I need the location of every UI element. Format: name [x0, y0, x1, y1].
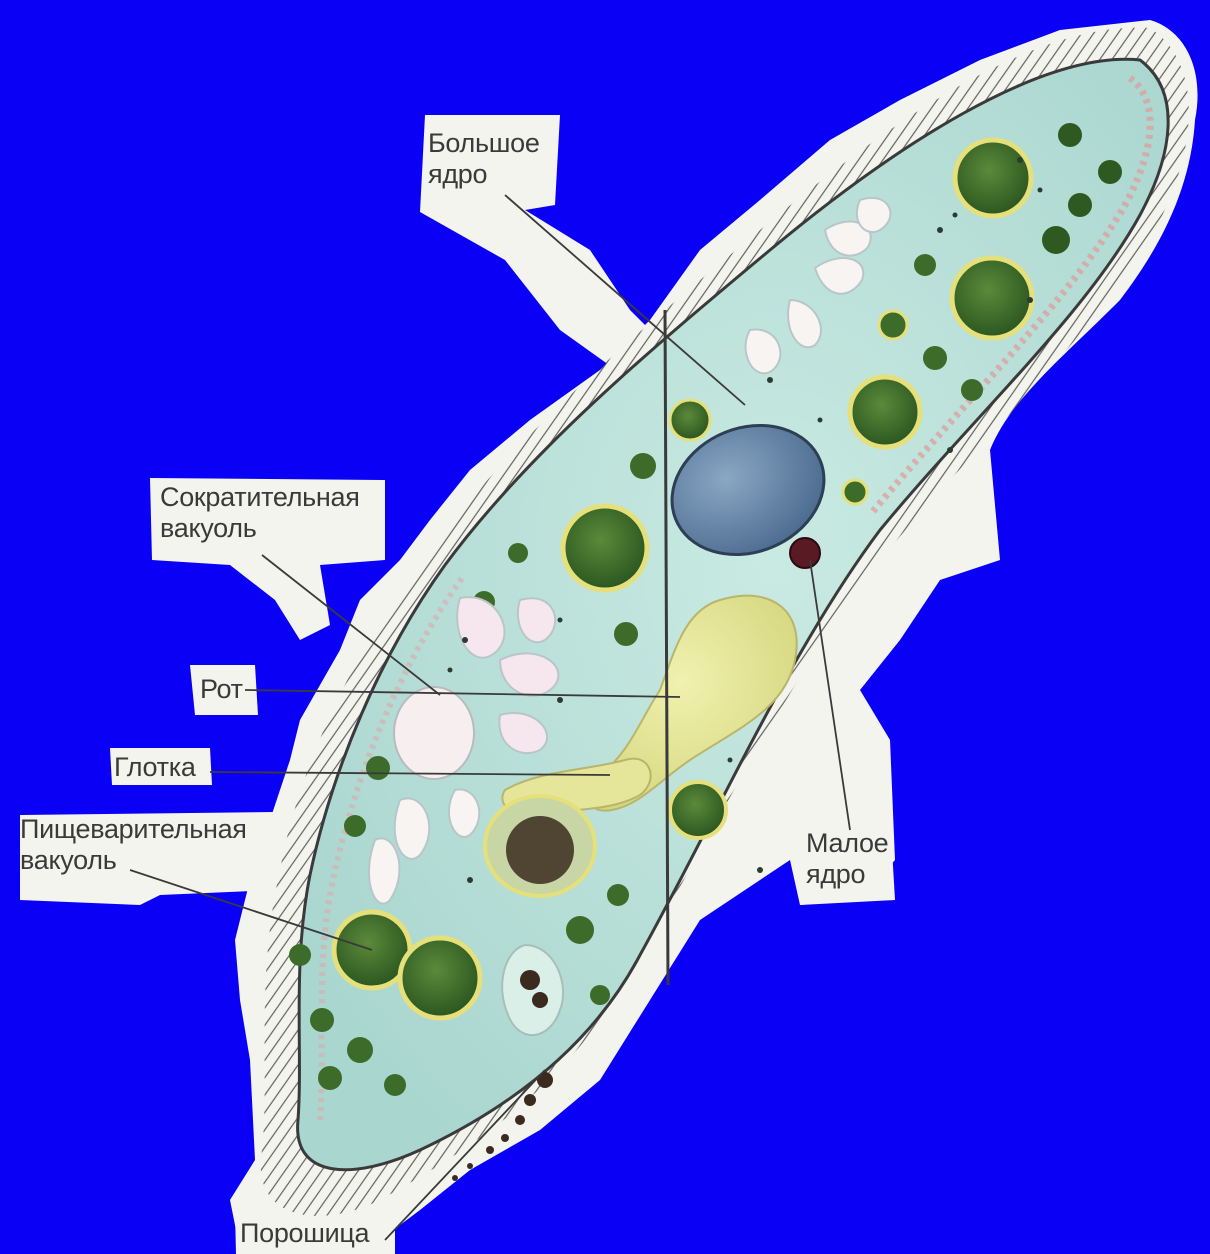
- food-vacuole: [614, 622, 638, 646]
- label-anal-pore: Порошица: [240, 1218, 369, 1249]
- food-vacuole: [366, 756, 390, 780]
- label-macronucleus: Большое ядро: [428, 128, 540, 190]
- food-vacuole: [1098, 160, 1122, 184]
- food-vacuole: [1042, 226, 1070, 254]
- label-digestive-vacuole: Пищеварительная вакуоль: [20, 814, 247, 876]
- food-vacuole: [607, 884, 629, 906]
- contractile-vacuole: [394, 687, 474, 779]
- food-vacuole: [344, 815, 366, 837]
- food-vacuole: [590, 985, 610, 1005]
- food-vacuole: [347, 1037, 373, 1063]
- food-vacuole: [670, 782, 726, 838]
- food-vacuole: [318, 1066, 342, 1090]
- food-vacuole: [566, 916, 594, 944]
- food-vacuole: [384, 1074, 406, 1096]
- food-vacuole: [508, 543, 528, 563]
- label-mouth: Рот: [200, 674, 243, 705]
- label-contractile-vacuole: Сократительная вакуоль: [160, 482, 360, 544]
- food-vacuole: [1058, 123, 1082, 147]
- food-vacuole: [400, 938, 480, 1018]
- food-vacuole: [923, 346, 947, 370]
- food-vacuole: [1068, 193, 1092, 217]
- label-micronucleus: Малое ядро: [806, 828, 888, 890]
- food-vacuole: [670, 400, 710, 440]
- food-vacuole: [955, 140, 1031, 216]
- food-vacuole: [914, 254, 936, 276]
- food-vacuole: [961, 379, 983, 401]
- food-vacuole: [843, 480, 867, 504]
- micronucleus: [790, 538, 820, 568]
- food-vacuole: [563, 506, 647, 590]
- food-vacuole: [310, 1008, 334, 1032]
- food-vacuole: [879, 311, 907, 339]
- label-pharynx: Глотка: [114, 752, 196, 783]
- food-vacuole: [850, 377, 920, 447]
- food-vacuole: [289, 944, 311, 966]
- food-vacuole: [952, 258, 1032, 338]
- food-vacuole: [630, 453, 656, 479]
- forming-food-vacuole-content: [506, 816, 574, 884]
